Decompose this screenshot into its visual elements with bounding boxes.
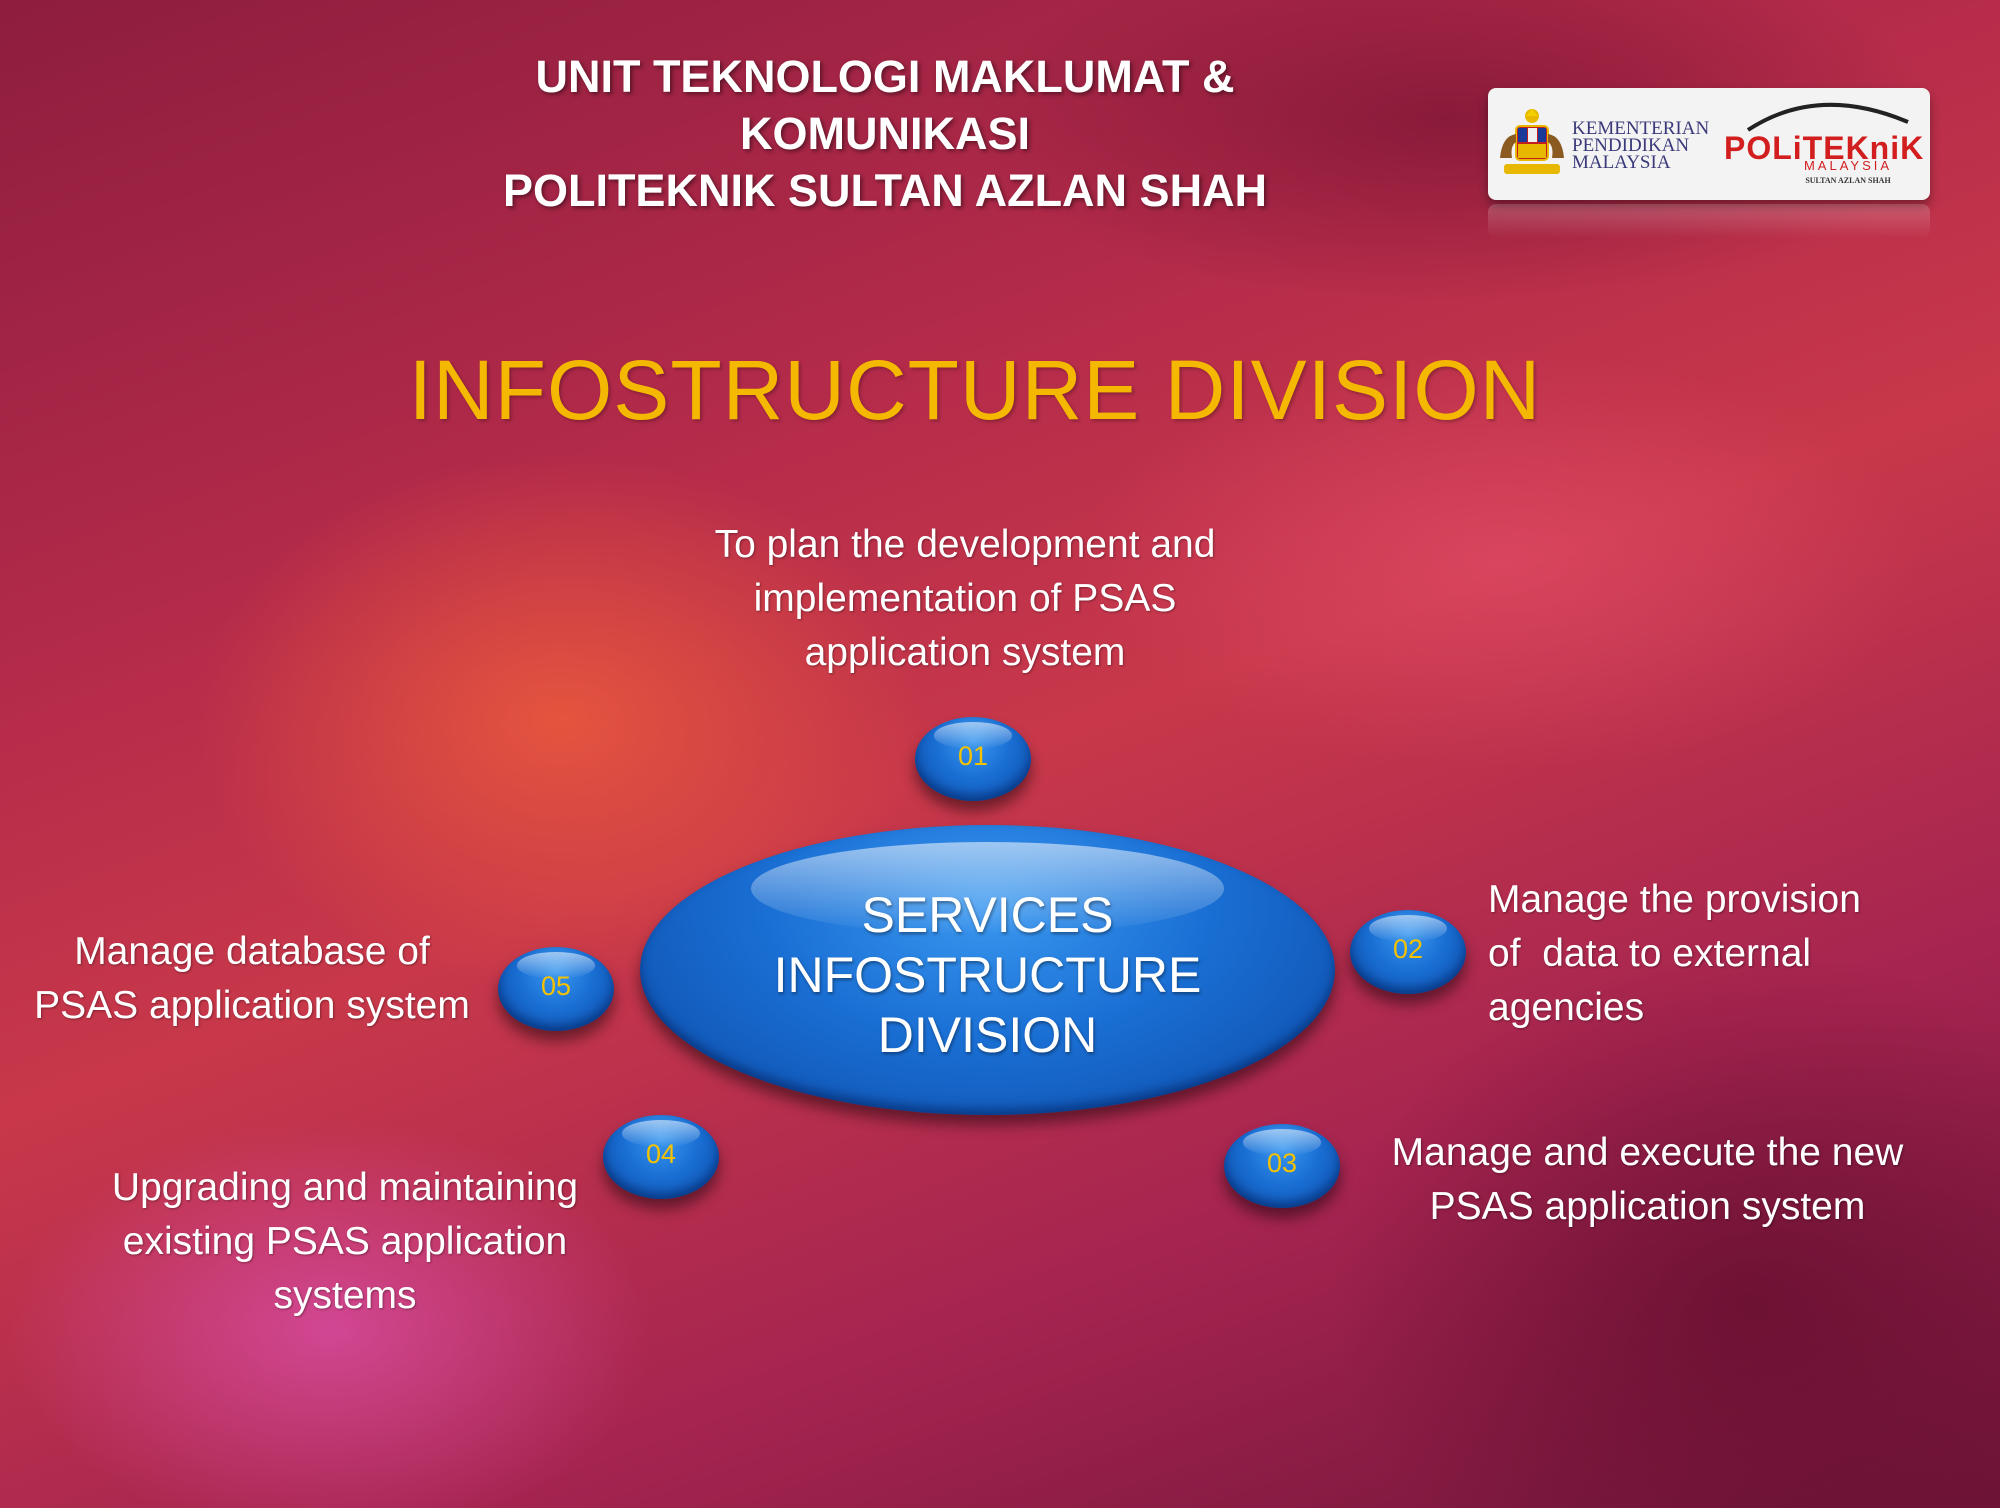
node-02-number: 02 [1392,934,1424,964]
header-line-1: UNIT TEKNOLOGI MAKLUMAT & [535,51,1235,102]
node-01-number: 01 [957,741,989,771]
politeknik-swoosh-icon [1746,102,1909,132]
node-05-line-1: Manage database of [74,930,430,973]
kpm-line-1: KEMENTERIAN [1572,118,1710,139]
header-title: UNIT TEKNOLOGI MAKLUMAT & KOMUNIKASI POL… [480,48,1290,219]
node-01-line-1: To plan the development and [714,523,1216,566]
node-01-line-2: implementation of PSAS [753,577,1177,620]
center-line-3: DIVISION [877,1007,1098,1063]
node-04-line-3: systems [273,1274,417,1317]
node-04-number: 04 [645,1139,677,1169]
center-line-2: INFOSTRUCTURE [773,947,1202,1003]
center-label: SERVICES INFOSTRUCTURE DIVISION [640,885,1335,1065]
node-03-bubble: 03 [1224,1124,1340,1208]
politeknik-campus: SULTAN AZLAN SHAH [1805,176,1891,185]
node-04-description: Upgrading and maintaining existing PSAS … [90,1161,600,1323]
node-05-line-2: PSAS application system [34,984,470,1027]
node-05-description: Manage database of PSAS application syst… [22,925,482,1033]
node-01-description: To plan the development and implementati… [650,518,1280,680]
node-01-line-3: application system [804,631,1126,674]
node-03-description: Manage and execute the new PSAS applicat… [1370,1126,1925,1234]
node-05-number: 05 [540,971,572,1001]
node-01-bubble: 01 [915,717,1031,801]
node-03-line-1: Manage and execute the new [1391,1131,1904,1174]
politeknik-wordmark: POLiTEKniK [1724,130,1925,166]
node-02-line-3: agencies [1488,986,1645,1029]
malaysia-crest-icon [1500,109,1564,174]
node-03-number: 03 [1266,1148,1298,1178]
kpm-logo-text: KEMENTERIAN PENDIDIKAN MALAYSIA [1572,118,1722,173]
node-02-bubble: 02 [1350,910,1466,994]
node-02-line-2: of data to external [1488,932,1812,975]
node-02-description: Manage the provision of data to external… [1488,873,1968,1035]
kpm-line-3: MALAYSIA [1572,152,1671,173]
slide-title: INFOSTRUCTURE DIVISION [408,343,1542,437]
node-04-line-2: existing PSAS application [122,1220,568,1263]
kpm-line-2: PENDIDIKAN [1572,135,1690,156]
center-line-1: SERVICES [861,887,1114,943]
node-02-line-1: Manage the provision [1488,878,1861,921]
node-03-line-2: PSAS application system [1429,1185,1866,1228]
center-ellipse: SERVICES INFOSTRUCTURE DIVISION [640,825,1335,1115]
node-04-line-1: Upgrading and maintaining [111,1166,579,1209]
logo-reflection [1488,204,1930,238]
node-04-bubble: 04 [603,1115,719,1199]
node-05-bubble: 05 [498,947,614,1031]
header-line-3: POLITEKNIK SULTAN AZLAN SHAH [502,165,1268,216]
header-line-2: KOMUNIKASI [740,108,1030,159]
politeknik-sub: MALAYSIA [1803,158,1893,173]
logo-panel: KEMENTERIAN PENDIDIKAN MALAYSIA POLiTEKn… [1488,88,1930,200]
